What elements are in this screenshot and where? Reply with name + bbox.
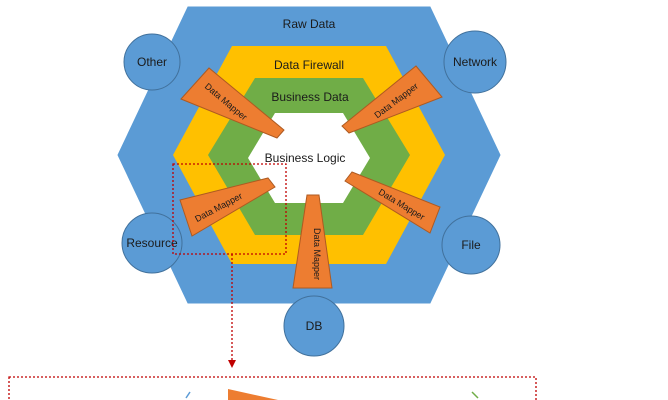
raw-data-label: Raw Data	[283, 17, 336, 31]
data-mapper-label: Data Mapper	[312, 228, 322, 280]
data-mapper-shape	[341, 65, 443, 134]
detail-arrow-green	[471, 391, 479, 399]
data-mapper-shape	[180, 67, 285, 139]
source-file-circle	[441, 215, 501, 275]
data-mapper-shape	[292, 194, 333, 289]
source-resource-circle	[121, 212, 183, 274]
zoom-connector-arrowhead	[228, 360, 236, 368]
detail-box	[8, 376, 537, 400]
data-mapper-shape	[179, 177, 276, 237]
source-resource-label: Resource	[126, 236, 178, 250]
source-db-label: DB	[306, 319, 323, 333]
business-logic-label: Business Logic	[265, 151, 346, 165]
source-network-label: Network	[453, 55, 498, 69]
business-data-label: Business Data	[271, 90, 349, 104]
highlight-box	[172, 163, 287, 255]
data-mapper-shape	[344, 171, 441, 234]
detail-mapper-shape	[228, 389, 278, 400]
data-mapper-bottom: Data Mapper	[292, 194, 333, 289]
source-network-circle	[443, 30, 507, 94]
data-mapper-bottom-left: Data Mapper	[179, 177, 276, 237]
source-network: Network	[443, 30, 507, 94]
source-resource: Resource	[121, 212, 183, 274]
source-db: DB	[283, 295, 345, 357]
source-file: File	[441, 215, 501, 275]
data-firewall-label: Data Firewall	[274, 58, 344, 72]
source-file-label: File	[461, 238, 481, 252]
source-other: Other	[123, 33, 181, 91]
source-other-circle	[123, 33, 181, 91]
detail-arrow-blue	[185, 391, 191, 399]
source-db-circle	[283, 295, 345, 357]
source-other-label: Other	[137, 55, 167, 69]
